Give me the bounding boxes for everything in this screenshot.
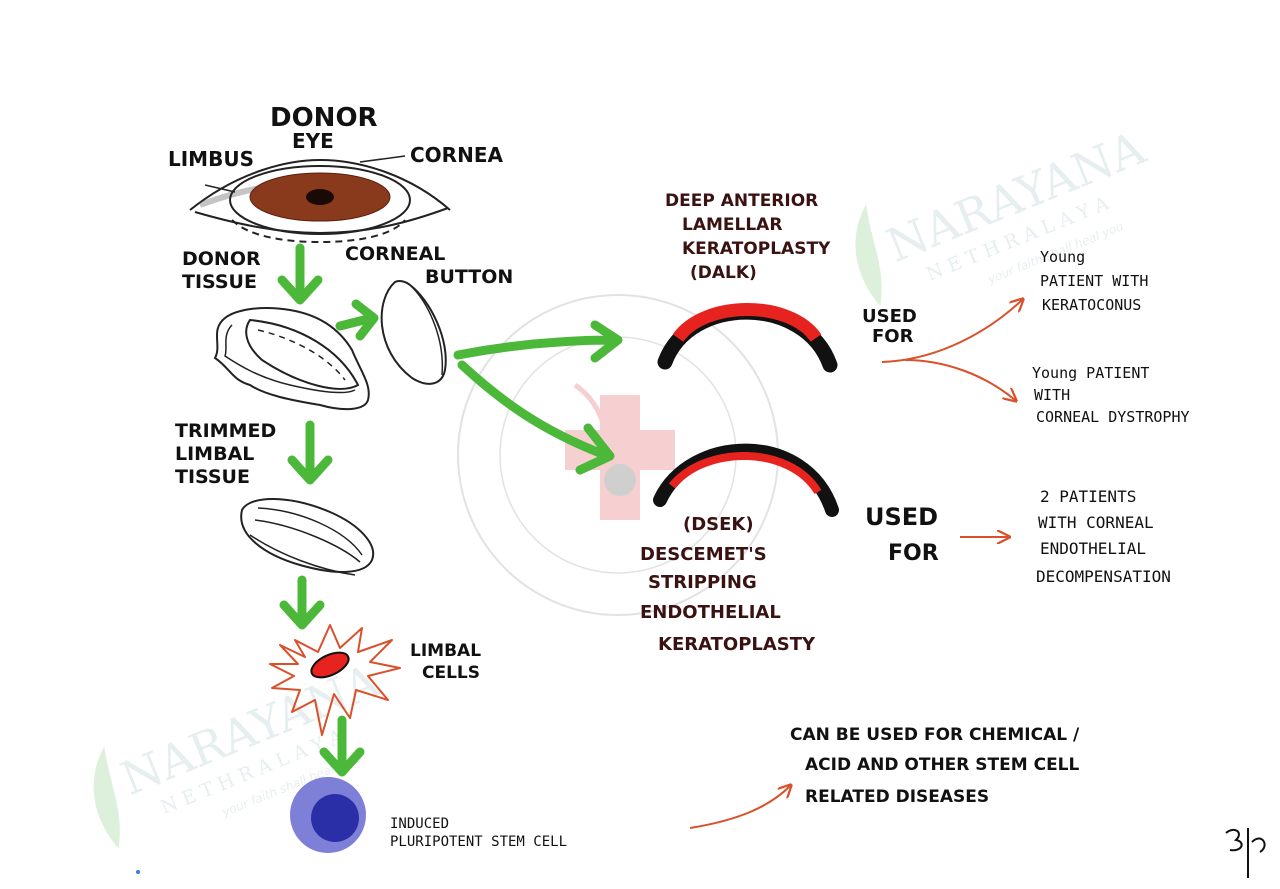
ipsc-label-1: INDUCED: [390, 816, 449, 832]
green-arrow-cells-to-stem: [319, 715, 365, 777]
ipsc-label-2: PLURIPOTENT STEM CELL: [390, 834, 567, 850]
donor-tissue-label-1: DONOR: [182, 248, 261, 270]
signature: [1225, 828, 1266, 878]
dalk-label-2: LAMELLAR: [682, 215, 782, 235]
endothelial-label-4: DECOMPENSATION: [1036, 567, 1171, 586]
limbal-cells-label-1: LIMBAL: [410, 641, 481, 661]
dsek-label-4: ENDOTHELIAL: [640, 602, 781, 623]
used-for-2-label-2: FOR: [888, 541, 939, 566]
orange-arrow-stem-to-chemical: [689, 786, 790, 829]
pupil: [306, 189, 334, 205]
dsek-graft-illustration: [653, 443, 839, 517]
green-arrow-tissue-to-button: [335, 299, 379, 341]
trimmed-label-2: LIMBAL: [175, 443, 254, 465]
green-arrow-trimmed-to-cells: [279, 575, 325, 630]
watermark-leaf-icon: [855, 204, 882, 307]
dsek-label-3: STRIPPING: [648, 572, 757, 593]
keratoconus-label-1: Young: [1040, 248, 1085, 266]
dystrophy-label-3: CORNEAL DYSTROPHY: [1036, 408, 1190, 426]
endothelial-label-3: ENDOTHELIAL: [1040, 539, 1146, 558]
green-arrow-tissue-to-trimmed: [287, 420, 333, 485]
corneal-button-label-2: BUTTON: [425, 266, 513, 288]
chemical-label-2: ACID AND OTHER STEM CELL: [805, 755, 1080, 775]
dalk-label-1: DEEP ANTERIOR: [665, 191, 818, 211]
stray-dot: [136, 870, 140, 874]
used-for-2-label-1: USED: [865, 503, 938, 531]
donor-eye-label-2: EYE: [292, 129, 334, 153]
dalk-label-3: KERATOPLASTY: [682, 239, 831, 259]
limbal-cells-label-2: CELLS: [422, 663, 480, 683]
chemical-label-1: CAN BE USED FOR CHEMICAL /: [790, 725, 1080, 745]
chemical-label-3: RELATED DISEASES: [805, 787, 989, 807]
donor-tissue-label-2: TISSUE: [182, 271, 257, 293]
limbal-cell-illustration: [269, 624, 401, 736]
endothelial-label-2: WITH CORNEAL: [1038, 513, 1154, 532]
green-arrow-button-to-dsek: [457, 360, 615, 475]
orange-arrow-to-keratoconus: [881, 300, 1022, 363]
watermark-leaf-icon: [93, 746, 120, 849]
limbus-ring: [229, 165, 411, 235]
donor-tissue-illustration: [213, 307, 370, 411]
cornea-label: CORNEA: [410, 143, 503, 167]
donor-eye-illustration: [189, 155, 451, 244]
seal-cross-icon: [565, 395, 675, 520]
orange-arrow-to-dystrophy: [904, 359, 1015, 400]
dsek-label-2: DESCEMET'S: [640, 544, 767, 565]
donor-eye-label-1: DONOR: [270, 103, 378, 133]
dalk-graft-illustration: [657, 303, 838, 373]
trimmed-tissue-illustration: [240, 498, 375, 576]
keratoconus-label-2: PATIENT WITH: [1040, 272, 1148, 290]
corneal-button-label-1: CORNEAL: [345, 243, 445, 265]
green-arrow-eye-to-tissue: [277, 243, 323, 305]
stem-cell-illustration: [290, 777, 366, 853]
limbus-label: LIMBUS: [168, 147, 254, 171]
limbal-cell-nucleus: [310, 651, 350, 679]
dystrophy-label-1: Young PATIENT: [1032, 364, 1149, 382]
keratoconus-label-3: KERATOCONUS: [1042, 296, 1141, 314]
green-arrow-button-to-dalk: [453, 320, 623, 363]
dalk-label-4: (DALK): [690, 263, 757, 283]
used-for-1-label-2: FOR: [872, 326, 914, 347]
used-for-1-label-1: USED: [862, 306, 917, 327]
corneal-button-illustration: [380, 280, 447, 385]
endothelial-label-1: 2 PATIENTS: [1040, 487, 1136, 506]
dsek-label-5: KERATOPLASTY: [658, 634, 816, 655]
trimmed-label-3: TISSUE: [175, 466, 250, 488]
dsek-label-1: (DSEK): [683, 514, 754, 535]
trimmed-label-1: TRIMMED: [175, 420, 276, 442]
dystrophy-label-2: WITH: [1034, 386, 1070, 404]
